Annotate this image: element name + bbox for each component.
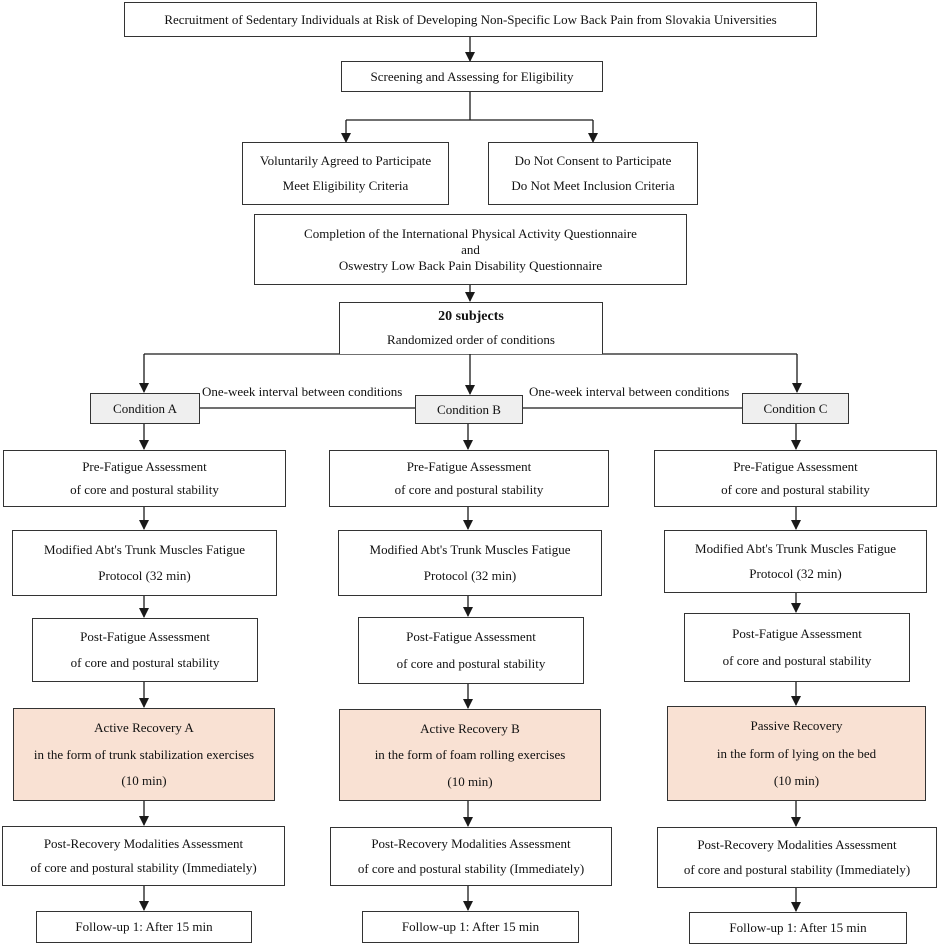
recovery-c-line-1: Passive Recovery — [750, 718, 843, 734]
fatigue-protocol-box-b: Modified Abt's Trunk Muscles Fatigue Pro… — [338, 530, 602, 596]
pre-fatigue-c-line-2: of core and postural stability — [721, 482, 870, 498]
recovery-b-line-3: (10 min) — [447, 773, 493, 789]
recovery-c-line-3: (10 min) — [773, 772, 820, 788]
condition-c-label: Condition C — [763, 400, 828, 416]
fatigue-a-line-1: Modified Abt's Trunk Muscles Fatigue — [44, 541, 245, 557]
fatigue-b-line-2: Protocol (32 min) — [423, 568, 517, 584]
follow-up-b-text: Follow-up 1: After 15 min — [401, 919, 540, 934]
screening-text: Screening and Assessing for Eligibility — [370, 68, 574, 84]
questionnaires-line-3: Oswestry Low Back Pain Disability Questi… — [338, 257, 603, 273]
recovery-c-line-2: in the form of lying on the bed — [716, 745, 877, 761]
recovery-a-line-2: in the form of trunk stabilization exerc… — [33, 746, 255, 762]
subjects-box: 20 subjects Randomized order of conditio… — [339, 302, 603, 354]
fatigue-protocol-box-c: Modified Abt's Trunk Muscles Fatigue Pro… — [664, 530, 927, 593]
follow-up-c-text: Follow-up 1: After 15 min — [729, 920, 867, 935]
condition-b-box: Condition B — [415, 395, 523, 424]
follow-up-box-b: Follow-up 1: After 15 min — [362, 911, 579, 943]
post-fatigue-box-c: Post-Fatigue Assessment of core and post… — [684, 613, 910, 682]
post-recovery-b-line-1: Post-Recovery Modalities Assessment — [371, 836, 571, 852]
interval-note-bc: One-week interval between conditions — [527, 384, 732, 400]
post-recovery-box-c: Post-Recovery Modalities Assessment of c… — [657, 827, 937, 888]
eligible-line-1: Voluntarily Agreed to Participate — [259, 152, 432, 168]
recovery-b-line-1: Active Recovery B — [420, 720, 520, 736]
condition-b-label: Condition B — [437, 401, 501, 417]
post-fatigue-box-b: Post-Fatigue Assessment of core and post… — [358, 617, 584, 684]
excluded-line-2: Do Not Meet Inclusion Criteria — [511, 178, 675, 194]
post-fatigue-b-line-2: of core and postural stability — [396, 656, 546, 671]
screening-box: Screening and Assessing for Eligibility — [341, 61, 603, 92]
post-recovery-c-line-2: of core and postural stability (Immediat… — [683, 862, 911, 877]
recovery-box-a: Active Recovery A in the form of trunk s… — [13, 708, 275, 801]
questionnaires-line-1: Completion of the International Physical… — [304, 225, 637, 241]
recovery-box-c: Passive Recovery in the form of lying on… — [667, 706, 926, 801]
pre-fatigue-box-a: Pre-Fatigue Assessment of core and postu… — [3, 450, 286, 507]
recovery-a-line-3: (10 min) — [121, 773, 167, 789]
pre-fatigue-c-line-1: Pre-Fatigue Assessment — [733, 458, 858, 474]
post-fatigue-c-line-1: Post-Fatigue Assessment — [732, 625, 862, 641]
condition-a-label: Condition A — [113, 400, 177, 416]
pre-fatigue-box-c: Pre-Fatigue Assessment of core and postu… — [654, 450, 937, 507]
post-recovery-box-b: Post-Recovery Modalities Assessment of c… — [330, 827, 612, 886]
post-recovery-a-line-2: of core and postural stability (Immediat… — [30, 860, 257, 876]
eligible-line-2: Meet Eligibility Criteria — [282, 178, 409, 194]
follow-up-box-a: Follow-up 1: After 15 min — [36, 911, 252, 943]
pre-fatigue-a-line-1: Pre-Fatigue Assessment — [82, 458, 207, 474]
recruitment-text: Recruitment of Sedentary Individuals at … — [164, 11, 777, 27]
excluded-box: Do Not Consent to Participate Do Not Mee… — [488, 142, 698, 205]
recruitment-box: Recruitment of Sedentary Individuals at … — [124, 2, 817, 37]
post-recovery-box-a: Post-Recovery Modalities Assessment of c… — [2, 826, 285, 886]
questionnaires-box: Completion of the International Physical… — [254, 214, 687, 285]
subjects-note: Randomized order of conditions — [387, 331, 555, 347]
post-fatigue-b-line-1: Post-Fatigue Assessment — [406, 629, 536, 644]
post-fatigue-a-line-1: Post-Fatigue Assessment — [80, 629, 210, 644]
condition-c-box: Condition C — [742, 393, 849, 424]
interval-note-ab: One-week interval between conditions — [200, 384, 405, 400]
pre-fatigue-a-line-2: of core and postural stability — [70, 482, 219, 498]
fatigue-b-line-1: Modified Abt's Trunk Muscles Fatigue — [369, 541, 571, 557]
pre-fatigue-b-line-2: of core and postural stability — [394, 482, 544, 498]
post-recovery-a-line-1: Post-Recovery Modalities Assessment — [43, 835, 244, 851]
follow-up-a-text: Follow-up 1: After 15 min — [75, 919, 213, 934]
post-fatigue-c-line-2: of core and postural stability — [722, 653, 872, 669]
condition-a-box: Condition A — [90, 393, 200, 424]
eligible-box: Voluntarily Agreed to Participate Meet E… — [242, 142, 449, 205]
post-recovery-c-line-1: Post-Recovery Modalities Assessment — [697, 837, 897, 852]
post-fatigue-box-a: Post-Fatigue Assessment of core and post… — [32, 618, 258, 682]
fatigue-c-line-2: Protocol (32 min) — [749, 566, 842, 582]
questionnaires-line-2: and — [461, 241, 480, 257]
pre-fatigue-b-line-1: Pre-Fatigue Assessment — [406, 458, 532, 474]
follow-up-box-c: Follow-up 1: After 15 min — [689, 912, 907, 944]
fatigue-c-line-1: Modified Abt's Trunk Muscles Fatigue — [695, 540, 896, 556]
post-recovery-b-line-2: of core and postural stability (Immediat… — [357, 860, 585, 876]
fatigue-a-line-2: Protocol (32 min) — [98, 568, 191, 584]
fatigue-protocol-box-a: Modified Abt's Trunk Muscles Fatigue Pro… — [12, 530, 277, 596]
subjects-count: 20 subjects — [438, 309, 504, 325]
recovery-b-line-2: in the form of foam rolling exercises — [374, 747, 566, 762]
recovery-box-b: Active Recovery B in the form of foam ro… — [339, 709, 601, 801]
post-fatigue-a-line-2: of core and postural stability — [70, 655, 220, 670]
recovery-a-line-1: Active Recovery A — [94, 719, 194, 735]
pre-fatigue-box-b: Pre-Fatigue Assessment of core and postu… — [329, 450, 609, 507]
excluded-line-1: Do Not Consent to Participate — [514, 152, 672, 168]
